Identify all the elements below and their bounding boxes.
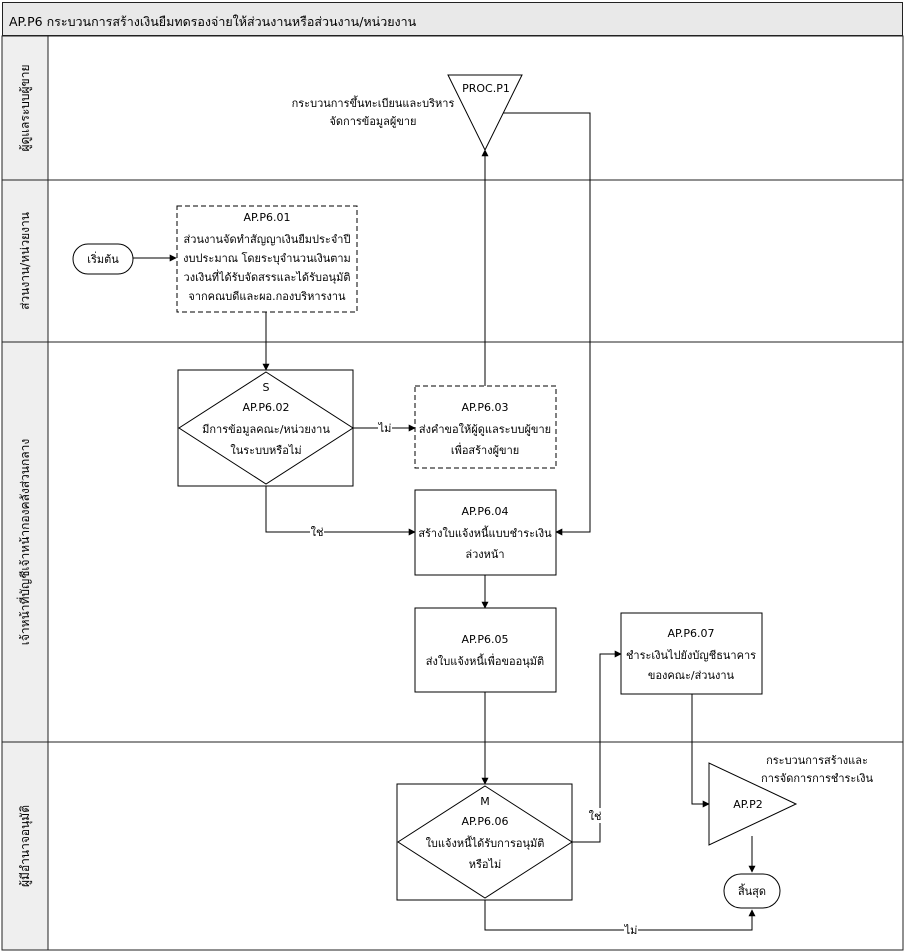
end-label: สิ้นสุด: [738, 883, 766, 898]
edge-label-p606-yes: ใช่: [589, 810, 602, 823]
ap-p2-note-2: การจัดการการชำระเงิน: [761, 772, 873, 785]
lane-label-vendor-registration: ผู้ดูแลระบบผู้ขาย: [18, 64, 33, 151]
edge-label-p602-no: ไม่: [378, 422, 392, 435]
decision-ap-p6-02[interactable]: S AP.P6.02 มีการข้อมูลคณะ/หน่วยงาน ในระบ…: [177, 369, 354, 487]
process-ap-p6-01-line: จากคณบดีและผอ.กองบริหารงาน: [188, 290, 346, 303]
edge-p607-to-ap-p2: [691, 694, 710, 808]
process-ap-p6-01-shape: [176, 205, 358, 313]
process-ap-p6-01-line: งบประมาณ โดยระบุจำนวนเงินตาม: [183, 251, 351, 265]
proc-p1-shape: [447, 74, 523, 152]
decision-ap-p6-02-code: AP.P6.02: [242, 401, 289, 414]
process-ap-p6-04-line: ล่วงหน้า: [465, 548, 504, 561]
decision-ap-p6-06-code: AP.P6.06: [461, 815, 508, 828]
edge-proc-p1-to-p604: [498, 112, 591, 536]
process-ap-p6-03-line: ส่งคำขอให้ผู้ดูแลระบบผู้ขาย: [419, 423, 551, 436]
edge-p606-yes-to-p607: [572, 650, 622, 843]
process-ap-p6-07-code: AP.P6.07: [667, 627, 714, 640]
process-ap-p6-01-code: AP.P6.01: [243, 211, 290, 224]
lane-header-approver: [1, 741, 49, 951]
edge-label-p602-yes: ใช่: [311, 526, 324, 539]
lane-label-central-accounting: เจ้าหน้าที่บัญชีเจ้าหน้ากองคลังส่วนกลาง: [16, 439, 32, 645]
process-ap-p6-04[interactable]: AP.P6.04 สร้างใบแจ้งหนี้แบบชำระเงิน ล่วง…: [414, 489, 557, 576]
decision-ap-p6-02-line: ในระบบหรือไม่: [230, 444, 301, 457]
edge-label-bg: [378, 420, 392, 435]
lane-label-unit: ส่วนงาน/หน่วยงาน: [18, 212, 32, 310]
process-ap-p6-07-shape: [620, 612, 763, 695]
proc-p1-note-1: กระบวนการขึ้นทะเบียนและบริหาร: [292, 95, 455, 110]
edge-label-bg: [310, 524, 324, 539]
process-ap-p6-04-shape: [414, 489, 557, 576]
process-ap-p6-07-line: ชำระเงินไปยังบัญชีธนาคาร: [626, 649, 756, 662]
process-ap-p6-03-code: AP.P6.03: [461, 401, 508, 414]
ap-p2-shape: [708, 762, 798, 846]
edge-label-p606-no: ไม่: [624, 924, 638, 937]
process-ap-p6-01-line: วงเงินที่ได้รับจัดสรรและได้รับอนุมัติ: [184, 269, 351, 284]
end-node[interactable]: สิ้นสุด: [723, 873, 781, 909]
edge-p606-no-to-end: [484, 900, 756, 931]
proc-p1-note-2: จัดการข้อมูลผู้ขาย: [329, 115, 416, 128]
process-ap-p6-05[interactable]: AP.P6.05 ส่งใบแจ้งหนี้เพื่อขออนุมัติ: [414, 607, 557, 693]
decision-ap-p6-02-tag: S: [263, 381, 270, 394]
decision-ap-p6-06[interactable]: M AP.P6.06 ใบแจ้งหนี้ได้รับการอนุมัติ หร…: [396, 783, 573, 901]
end-shape: [723, 873, 781, 909]
process-ap-p6-01[interactable]: AP.P6.01 ส่วนงานจัดทำสัญญาเงินยืมประจำปี…: [176, 205, 358, 313]
decision-ap-p6-06-diamond: [397, 785, 573, 899]
process-ap-p6-07[interactable]: AP.P6.07 ชำระเงินไปยังบัญชีธนาคาร ของคณะ…: [620, 612, 763, 695]
ap-p2-node[interactable]: AP.P2: [708, 762, 798, 846]
process-ap-p6-04-line: สร้างใบแจ้งหนี้แบบชำระเงิน: [418, 525, 552, 540]
ap-p2-note-1: กระบวนการสร้างและ: [766, 754, 868, 767]
edge-label-bg: [624, 922, 638, 937]
start-shape: [72, 243, 134, 275]
diagram-title-bar: AP.P6 กระบวนการสร้างเงินยืมทดรองจ่ายให้ส…: [2, 2, 903, 36]
process-ap-p6-05-code: AP.P6.05: [461, 633, 508, 646]
start-node[interactable]: เริ่มต้น: [72, 243, 134, 275]
process-ap-p6-03[interactable]: AP.P6.03 ส่งคำขอให้ผู้ดูแลระบบผู้ขาย เพื…: [414, 385, 557, 469]
decision-ap-p6-02-line: มีการข้อมูลคณะ/หน่วยงาน: [202, 423, 330, 436]
lane-header-vendor-registration: [1, 35, 49, 181]
process-ap-p6-04-code: AP.P6.04: [461, 505, 508, 518]
process-ap-p6-07-line: ของคณะ/ส่วนงาน: [648, 669, 735, 682]
decision-ap-p6-06-line: หรือไม่: [469, 858, 502, 871]
decision-ap-p6-06-tag: M: [480, 795, 490, 808]
process-ap-p6-05-shape: [414, 607, 557, 693]
diagram-title: AP.P6 กระบวนการสร้างเงินยืมทดรองจ่ายให้ส…: [9, 14, 417, 29]
connectors: [133, 112, 756, 931]
edge-p602-yes-to-p604: [265, 486, 416, 536]
lane-label-approver: ผู้มีอำนาจอนุมัติ: [18, 805, 33, 887]
ap-p2-code: AP.P2: [733, 798, 763, 811]
process-ap-p6-03-line: เพื่อสร้างผู้ขาย: [451, 442, 519, 457]
process-ap-p6-05-line: ส่งใบแจ้งหนี้เพื่อขออนุมัติ: [426, 653, 544, 668]
process-ap-p6-01-line: ส่วนงานจัดทำสัญญาเงินยืมประจำปี: [184, 233, 351, 246]
lane-header-central-accounting: [1, 341, 49, 743]
proc-p1-code: PROC.P1: [462, 82, 510, 95]
decision-ap-p6-06-line: ใบแจ้งหนี้ได้รับการอนุมัติ: [426, 835, 545, 850]
decision-ap-p6-02-diamond: [178, 371, 354, 485]
proc-p1-node[interactable]: PROC.P1: [447, 74, 523, 152]
edge-label-bg: [588, 808, 602, 823]
start-label: เริ่มต้น: [87, 251, 119, 266]
process-ap-p6-03-shape: [414, 385, 557, 469]
lane-header-unit: [1, 179, 49, 343]
